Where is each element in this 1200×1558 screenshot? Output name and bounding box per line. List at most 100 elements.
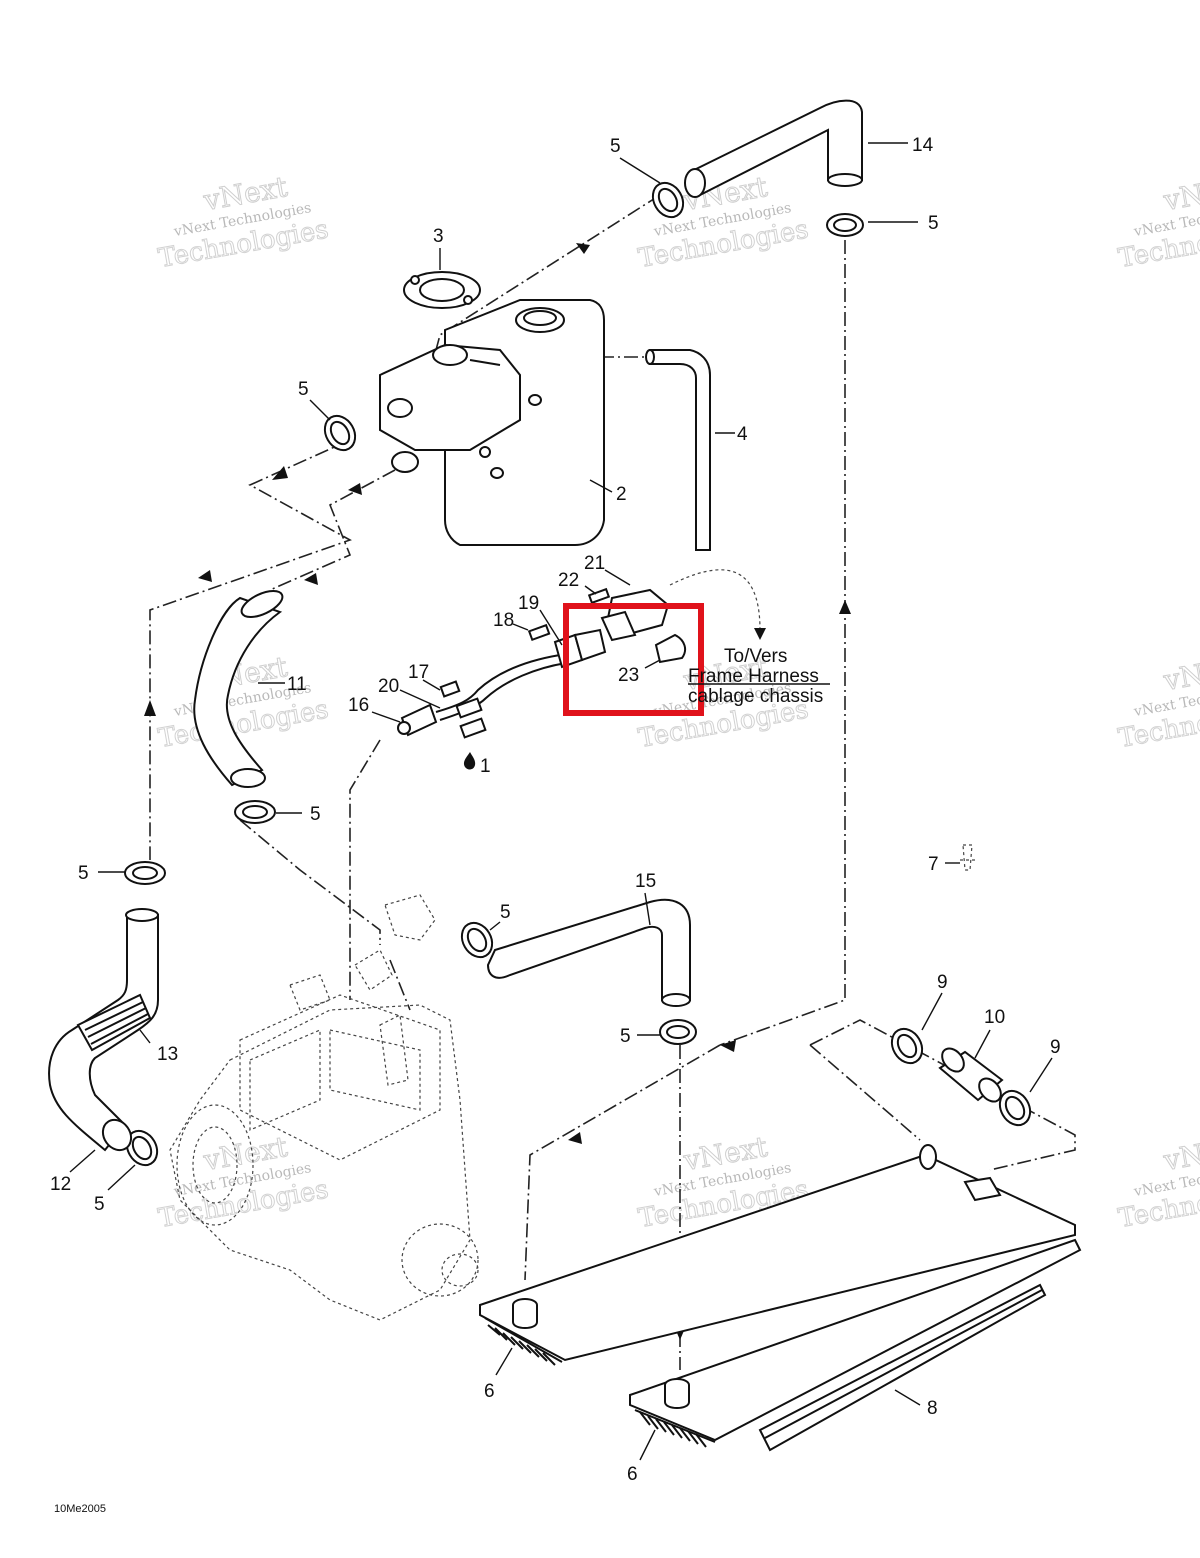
callout-17: 17 [408,662,429,683]
hose-14 [684,99,863,198]
callout-16: 16 [348,695,369,716]
hose-13-sleeve [76,993,152,1052]
callout-5: 5 [78,863,89,884]
callout-6: 6 [484,1381,495,1402]
note-line-1: To/Vers [724,646,787,667]
callout-11: 11 [287,674,307,695]
callout-2: 2 [616,484,627,505]
watermark: vNext Technologies vNext Technologies [156,169,332,274]
clamp-5-hose15 [460,921,494,959]
callout-19: 19 [518,593,539,614]
svg-text:vNext: vNext [1160,1130,1200,1177]
hose-11 [193,590,284,788]
coolant-reservoir-2 [379,299,605,546]
note-line-2: Frame Harness [688,666,819,687]
callout-9: 9 [937,972,948,993]
hose-4 [645,349,711,551]
clamp-9-right [998,1089,1032,1127]
terminal-22 [587,587,611,605]
clamp-5-hose11 [234,800,276,824]
callout-21: 21 [584,553,605,574]
connector-20-lower [455,697,487,739]
callout-5: 5 [94,1194,105,1215]
callout-9: 9 [1050,1037,1061,1058]
callout-5: 5 [298,379,309,400]
clamp-5-tank [323,414,357,452]
temp-sensor-16 [397,703,438,737]
connector-21 [600,588,670,642]
flow-line [809,1044,921,1141]
flow-line [809,1019,1076,1171]
flow-arrow-icon [198,570,212,582]
callout-5: 5 [928,213,939,234]
watermark: vNext Technologies vNext Technologies [156,1129,332,1234]
callout-14: 14 [912,135,934,156]
coolant-drop-icon [463,752,476,770]
flow-line [349,739,381,1000]
flow-line [269,469,396,591]
watermark: vNext Technologies vNext Technologies [1116,1129,1200,1234]
flow-arrow-icon [754,628,766,640]
flow-arrow-icon [272,466,288,480]
watermark: vNext Technologies vNext Technologies [1116,649,1200,754]
clamp-5-left [124,861,166,885]
svg-text:vNext: vNext [1160,650,1200,697]
rivet-7 [960,844,975,871]
clamp-9-left [890,1027,924,1065]
watermark: vNext Technologies vNext Technologies [1116,169,1200,274]
callout-15: 15 [635,871,656,892]
engine-block [169,894,479,1321]
callout-5: 5 [500,902,511,923]
heat-exchanger-6-upper [479,1144,1076,1366]
callout-18: 18 [493,610,514,631]
callout-5: 5 [610,136,621,157]
callout-22: 22 [558,570,579,591]
terminal-18 [527,623,551,642]
heat-exchanger-6-lower [629,1176,1082,1448]
harness-route-line [669,569,761,631]
callout-5: 5 [310,804,321,825]
callout-7: 7 [928,854,939,875]
callout-12: 12 [50,1174,71,1195]
callout-23: 23 [618,665,639,686]
flow-line [719,240,846,1046]
flow-arrow-icon [839,600,851,614]
hose-15 [486,898,691,1007]
callout-1: 1 [480,756,491,777]
flow-arrow-icon [720,1040,736,1052]
figure-code: 10Me2005 [54,1503,106,1515]
callout-4: 4 [737,424,748,445]
clamp-5-top-right [826,213,864,237]
clamp-5-top-left [651,181,685,219]
callout-13: 13 [157,1044,178,1065]
flow-line [149,439,352,860]
callout-labels: 1 2 3 4 5 5 5 5 5 5 5 5 6 6 7 8 9 9 10 1… [50,135,1061,1485]
flow-arrow-icon [576,243,590,254]
callout-6: 6 [627,1464,638,1485]
leader-lines [69,142,1053,1461]
callout-5: 5 [620,1026,631,1047]
svg-text:vNext: vNext [1160,170,1200,217]
pressure-cap-3 [403,271,481,309]
clamp-5-center [659,1019,697,1045]
highlight-box [563,603,704,716]
callout-8: 8 [927,1398,938,1419]
flow-arrow-icon [304,573,318,585]
hose-10 [938,1047,1004,1103]
flow-arrow-icon [348,483,362,495]
frame-harness-note: To/Vers Frame Harness cablage chassis [688,646,830,707]
flow-arrow-icon [568,1132,582,1144]
flow-line [389,959,411,1011]
flow-arrow-icon [144,700,156,716]
connector-17 [439,680,461,698]
trim-strip-8 [758,1283,1047,1452]
flow-line [524,1044,721,1281]
callout-20: 20 [378,676,399,697]
seal-23 [654,633,687,664]
connector-19 [553,628,607,669]
clamp-5-bottom-left [125,1129,159,1167]
callout-10: 10 [984,1007,1005,1028]
flow-arrows [144,243,851,1340]
callout-3: 3 [433,226,444,247]
